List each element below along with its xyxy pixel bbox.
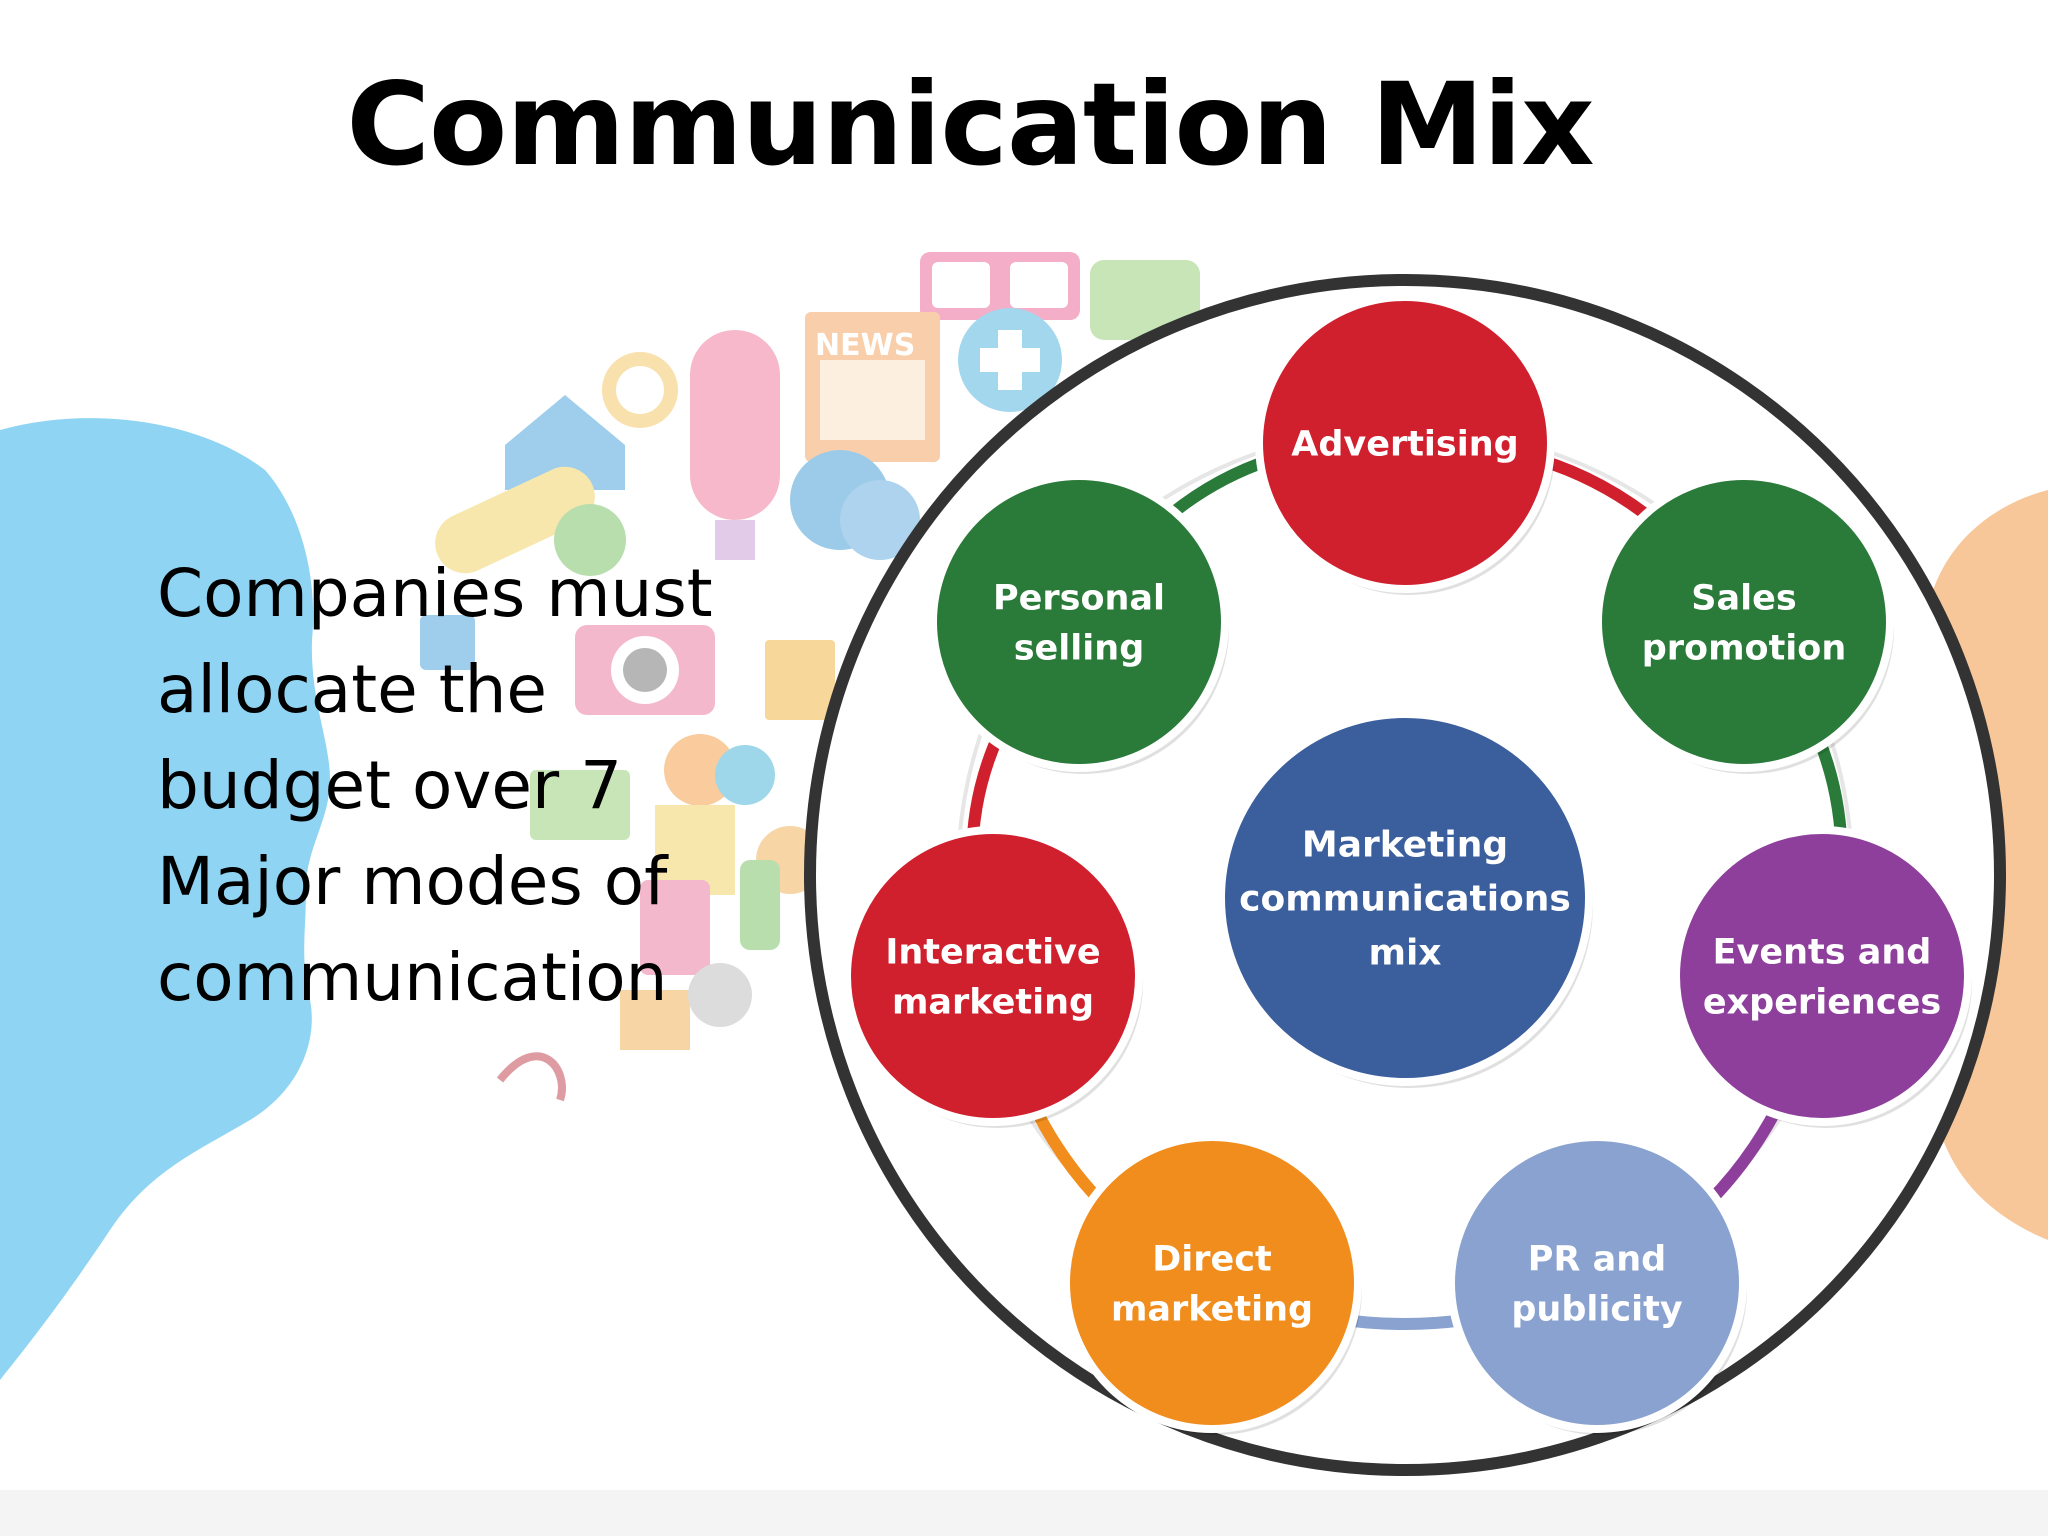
body-text: Companies must allocate the budget over … bbox=[157, 546, 777, 1026]
body-line: budget over 7 bbox=[157, 747, 623, 824]
slide-title: Communication Mix bbox=[346, 58, 1594, 191]
node-circle bbox=[1447, 1133, 1747, 1433]
node-label: publicity bbox=[1511, 1289, 1682, 1329]
body-line: Companies must bbox=[157, 555, 713, 632]
node-circle bbox=[843, 826, 1143, 1126]
body-line: communication bbox=[157, 939, 668, 1016]
node-events: Events and experiences bbox=[1672, 826, 1972, 1128]
node-label: Direct bbox=[1152, 1239, 1272, 1279]
icon-cloud: NEWS bbox=[420, 252, 1200, 1102]
node-label: Events and bbox=[1713, 932, 1932, 972]
node-label: Advertising bbox=[1291, 424, 1518, 464]
node-circle bbox=[1672, 826, 1972, 1126]
node-label: Marketing bbox=[1302, 825, 1508, 866]
node-pr: PR and publicity bbox=[1447, 1133, 1747, 1435]
node-label: PR and bbox=[1528, 1239, 1666, 1279]
node-personal: Personal selling bbox=[929, 472, 1229, 774]
node-label: marketing bbox=[892, 982, 1094, 1022]
node-label: selling bbox=[1014, 628, 1145, 668]
node-advertising: Advertising bbox=[1255, 293, 1555, 595]
node-circle bbox=[929, 472, 1229, 772]
body-line: allocate the bbox=[157, 651, 548, 728]
node-label: mix bbox=[1368, 933, 1441, 974]
node-circle bbox=[1255, 293, 1555, 593]
node-direct: Direct marketing bbox=[1062, 1133, 1362, 1435]
node-label: promotion bbox=[1642, 628, 1847, 668]
left-head-silhouette bbox=[0, 418, 330, 1380]
node-circle bbox=[1594, 472, 1894, 772]
news-sign-text: NEWS bbox=[815, 328, 915, 363]
node-label: communications bbox=[1239, 879, 1571, 920]
node-label: marketing bbox=[1111, 1289, 1313, 1329]
node-label: Personal bbox=[993, 578, 1165, 618]
node-label: Sales bbox=[1691, 578, 1796, 618]
node-label: experiences bbox=[1703, 982, 1941, 1022]
center-node-marketing-communications-mix: Marketing communications mix bbox=[1217, 710, 1593, 1088]
node-sales-promotion: Sales promotion bbox=[1594, 472, 1894, 774]
body-line: Major modes of bbox=[157, 843, 668, 920]
node-circle bbox=[1217, 710, 1593, 1086]
node-interactive: Interactive marketing bbox=[843, 826, 1143, 1128]
node-circle bbox=[1062, 1133, 1362, 1433]
node-layer: Marketing communications mix AdvertisingSal… bbox=[843, 293, 1972, 1435]
node-label: Interactive bbox=[885, 932, 1100, 972]
